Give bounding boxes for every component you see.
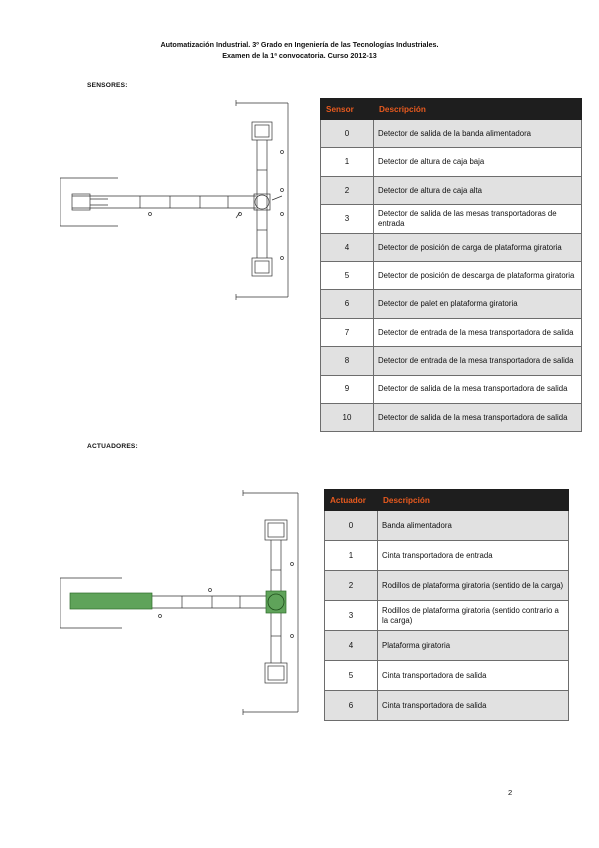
sensors-section-label: SENSORES: [87, 82, 128, 89]
sensor-id: 5 [320, 260, 374, 291]
column-header-description: Descripción [373, 98, 582, 120]
actuator-description: Rodillos de plataforma giratoria (sentid… [377, 600, 569, 631]
sensor-description: Detector de palet en plataforma giratori… [373, 289, 582, 319]
sensor-description: Detector de posición de descarga de plat… [373, 260, 582, 291]
sensor-description: Detector de altura de caja baja [373, 147, 582, 177]
sensor-id: 8 [320, 346, 374, 376]
actuator-id: 3 [324, 600, 378, 631]
sensor-description: Detector de salida de la banda alimentad… [373, 118, 582, 149]
actuator-id: 2 [324, 570, 378, 601]
sensor-id: 3 [320, 204, 374, 234]
sensor-description: Detector de entrada de la mesa transport… [373, 346, 582, 376]
actuators-layout-diagram [60, 490, 299, 715]
document-header: Automatización Industrial. 3º Grado en I… [0, 39, 599, 61]
table-header-row: Sensor Descripción [320, 98, 582, 120]
sensor-id: 2 [320, 175, 374, 206]
header-title: Automatización Industrial. 3º Grado en I… [160, 40, 439, 49]
sensor-id: 9 [320, 374, 374, 404]
sensor-id: 7 [320, 317, 374, 348]
actuator-description: Rodillos de plataforma giratoria (sentid… [377, 570, 569, 601]
sensor-description: Detector de posición de carga de platafo… [373, 232, 582, 262]
sensor-id: 10 [320, 402, 374, 433]
actuator-id: 5 [324, 660, 378, 691]
column-header-description: Descripción [377, 489, 569, 511]
actuators-section-label: ACTUADORES: [87, 443, 138, 450]
actuator-id: 4 [324, 630, 378, 661]
sensor-id: 1 [320, 147, 374, 177]
actuator-description: Cinta transportadora de entrada [377, 540, 569, 571]
table-header-row: Actuador Descripción [324, 489, 569, 511]
actuator-id: 1 [324, 540, 378, 571]
actuator-description: Banda alimentadora [377, 510, 569, 541]
sensor-id: 0 [320, 118, 374, 149]
actuator-description: Cinta transportadora de salida [377, 690, 569, 721]
sensor-id: 4 [320, 232, 374, 262]
actuator-description: Cinta transportadora de salida [377, 660, 569, 691]
sensor-description: Detector de salida de las mesas transpor… [373, 204, 582, 234]
actuator-id: 0 [324, 510, 378, 541]
sensors-layout-diagram [60, 100, 289, 300]
header-subtitle: Examen de la 1ª convocatoria. Curso 2012… [222, 51, 377, 60]
column-header-actuator: Actuador [324, 489, 378, 511]
sensor-description: Detector de entrada de la mesa transport… [373, 317, 582, 348]
sensor-description: Detector de altura de caja alta [373, 175, 582, 206]
sensor-description: Detector de salida de la mesa transporta… [373, 374, 582, 404]
page-number: 2 [508, 788, 513, 797]
actuator-description: Plataforma giratoria [377, 630, 569, 661]
sensor-id: 6 [320, 289, 374, 319]
actuator-id: 6 [324, 690, 378, 721]
column-header-sensor: Sensor [320, 98, 374, 120]
sensor-description: Detector de salida de la mesa transporta… [373, 402, 582, 433]
